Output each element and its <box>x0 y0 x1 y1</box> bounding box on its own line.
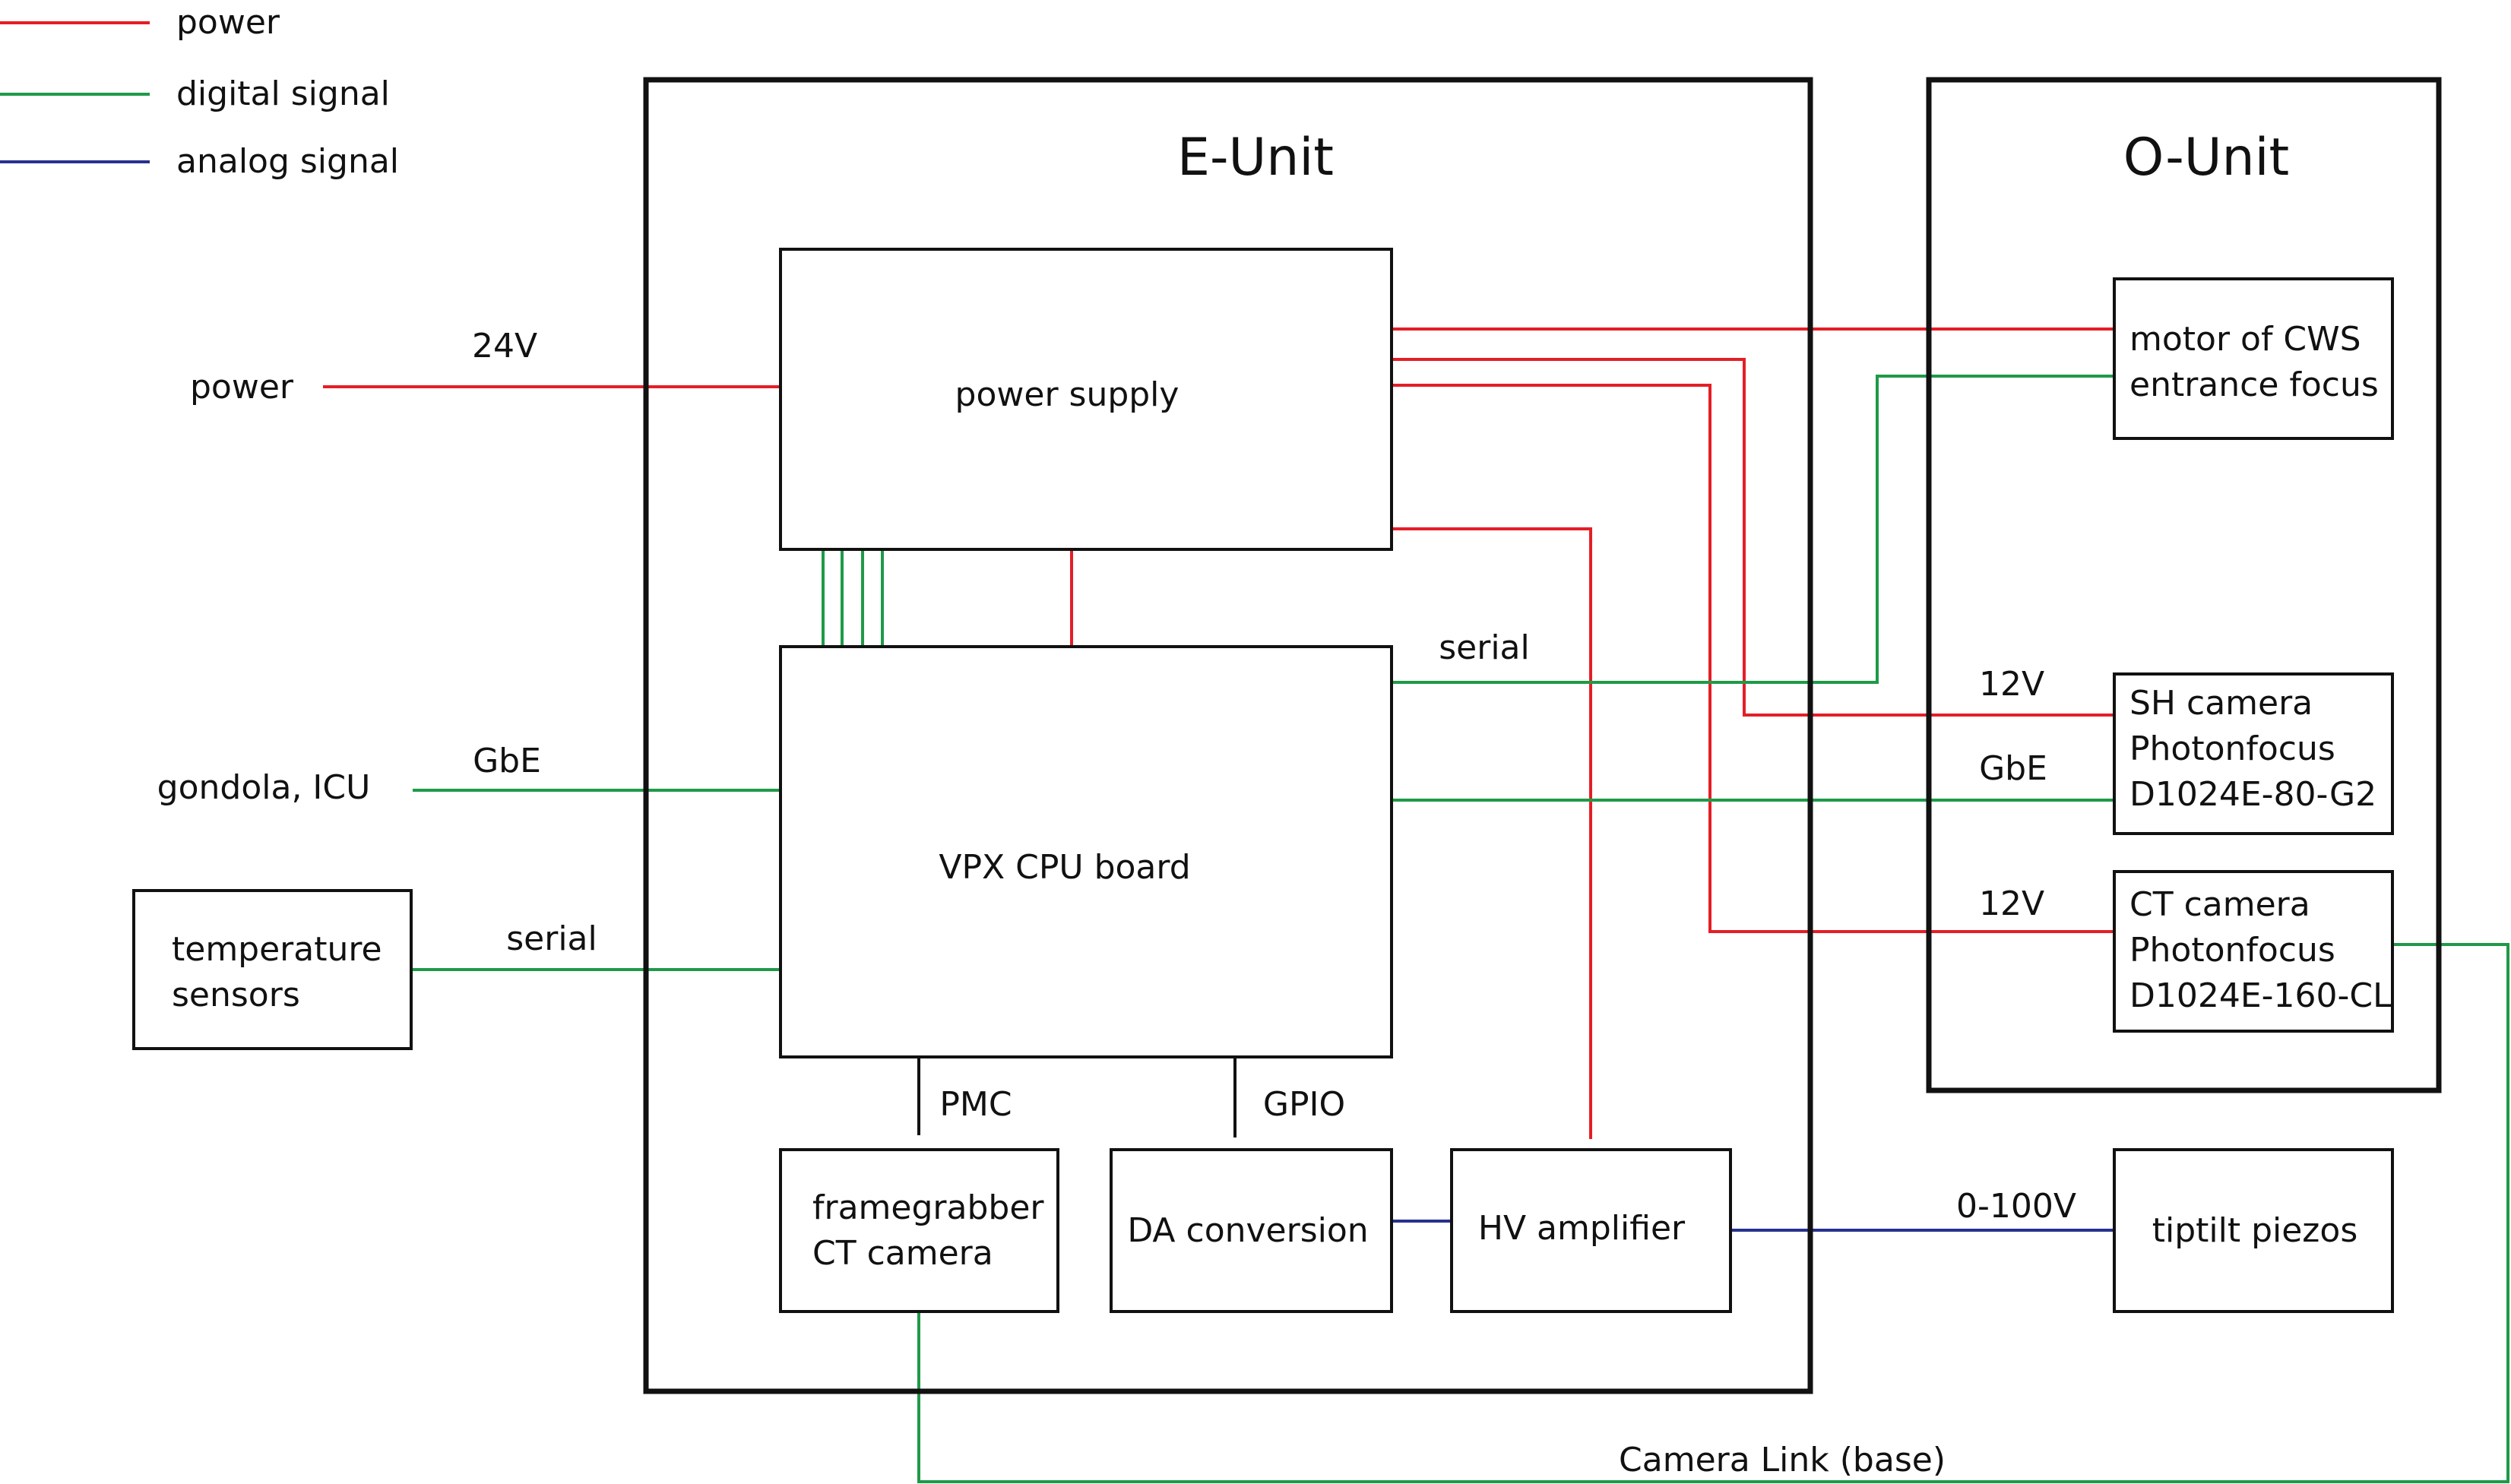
temperature-sensors-block: temperature sensors <box>132 889 413 1050</box>
label-serial-temp: serial <box>506 919 597 958</box>
legend-analog-label: analog signal <box>176 142 399 181</box>
sh-camera-block: SH camera Photonfocus D1024E-80-G2 <box>2113 672 2394 835</box>
o-unit: O-Unit <box>1926 77 2442 1093</box>
tiptilt-piezos-box <box>2113 1148 2394 1313</box>
tiptilt-piezos-label: tiptilt piezos <box>2152 1211 2358 1250</box>
framegrabber-block: framegrabber CT camera <box>779 1148 1059 1313</box>
label-camera-link: Camera Link (base) <box>1619 1441 1946 1479</box>
wire-supply-to-hv-amplifier <box>1392 527 1592 1139</box>
label-24v: 24V <box>472 327 537 365</box>
tiptilt-piezos-block: tiptilt piezos <box>2113 1148 2394 1313</box>
legend-power-label: power <box>176 3 280 42</box>
label-gbe-sh: GbE <box>1979 749 2047 788</box>
external-gondola-label: gondola, ICU <box>157 768 371 807</box>
ct-camera-block: CT camera Photonfocus D1024E-160-CL <box>2113 870 2394 1033</box>
e-unit: E-Unit <box>643 77 1813 1394</box>
motor-box <box>2113 277 2394 440</box>
framegrabber-label: framegrabber CT camera <box>812 1188 1054 1273</box>
da-conversion-box <box>1110 1148 1393 1313</box>
label-serial-out: serial <box>1439 628 1530 667</box>
e-unit-frame <box>643 77 1813 1394</box>
hv-amplifier-box <box>1450 1148 1732 1313</box>
label-gbe-in: GbE <box>473 742 541 780</box>
sh-camera-box <box>2113 672 2394 835</box>
wires <box>323 327 2509 1483</box>
label-gpio: GPIO <box>1263 1085 1345 1124</box>
da-conversion-block: DA conversion <box>1110 1148 1393 1313</box>
power-supply-label: power supply <box>955 375 1180 414</box>
legend: power digital signal analog signal <box>0 3 399 181</box>
label-12v-ct: 12V <box>1979 884 2044 923</box>
o-unit-frame <box>1926 77 2442 1093</box>
motor-label: motor of CWS entrance focus <box>2129 320 2379 404</box>
wire-cpu-serial-to-motor <box>1392 375 2114 684</box>
temperature-sensors-box <box>132 889 413 1050</box>
vpx-cpu-board-label: VPX CPU board <box>939 848 1190 887</box>
vpx-cpu-board-block: VPX CPU board <box>779 645 1393 1058</box>
hv-amplifier-block: HV amplifier <box>1450 1148 1732 1313</box>
framegrabber-box <box>779 1148 1059 1313</box>
o-unit-title: O-Unit <box>2123 128 2289 188</box>
label-12v-sh: 12V <box>1979 665 2044 704</box>
legend-digital-label: digital signal <box>176 74 390 113</box>
sh-camera-label: SH camera Photonfocus D1024E-80-G2 <box>2129 684 2376 814</box>
ct-camera-box <box>2113 870 2394 1033</box>
e-unit-title: E-Unit <box>1177 128 1334 188</box>
hv-amplifier-label: HV amplifier <box>1478 1209 1686 1248</box>
vpx-cpu-board-box <box>779 645 1393 1058</box>
label-0-100v: 0-100V <box>1956 1187 2076 1226</box>
temperature-sensors-label: temperature sensors <box>172 930 393 1014</box>
external-power-label: power <box>190 368 294 407</box>
power-supply-block: power supply <box>779 248 1393 551</box>
ct-camera-label: CT camera Photonfocus D1024E-160-CL <box>2129 885 2392 1015</box>
motor-block: motor of CWS entrance focus <box>2113 277 2394 440</box>
wire-supply-to-ct-camera <box>1392 384 2114 933</box>
da-conversion-label: DA conversion <box>1127 1211 1368 1250</box>
label-pmc: PMC <box>939 1085 1012 1124</box>
power-supply-box <box>779 248 1393 551</box>
wire-camera-link <box>917 943 2509 1483</box>
